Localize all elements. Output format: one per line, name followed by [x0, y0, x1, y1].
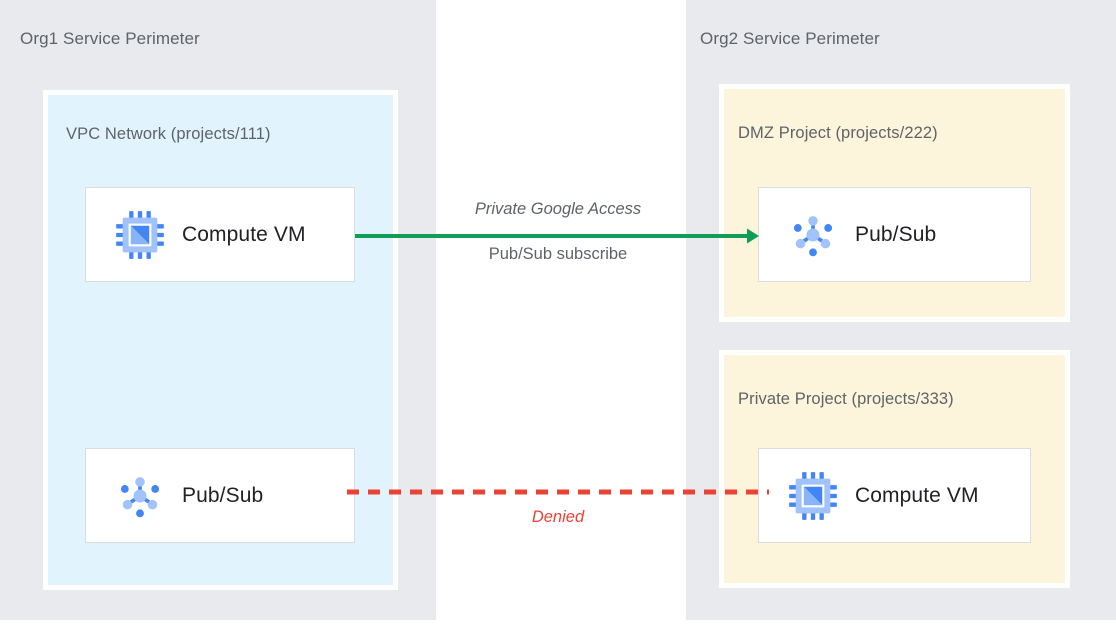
connector-denied-line: [347, 489, 769, 495]
perimeter-org1-title: Org1 Service Perimeter: [20, 29, 200, 48]
zone-vpc-network-title: VPC Network (projects/111): [66, 125, 271, 143]
perimeter-org2-title: Org2 Service Perimeter: [700, 29, 880, 48]
card-pubsub-org1[interactable]: Pub/Sub: [85, 448, 355, 543]
edge-label-pubsub-subscribe: Pub/Sub subscribe: [488, 245, 628, 263]
edge-label-private-google-access: Private Google Access: [474, 200, 642, 218]
card-pubsub-org1-label: Pub/Sub: [182, 483, 264, 507]
pubsub-icon: [120, 476, 160, 517]
zone-private-project-title: Private Project (projects/333): [738, 390, 954, 408]
connector-allowed-arrow: [355, 228, 759, 244]
card-pubsub-org2-label: Pub/Sub: [855, 222, 937, 246]
compute-vm-icon: [789, 471, 837, 520]
compute-vm-icon: [116, 210, 164, 259]
card-compute-vm-org1-label: Compute VM: [182, 222, 306, 246]
card-pubsub-org2[interactable]: Pub/Sub: [758, 187, 1031, 282]
pubsub-icon: [793, 215, 833, 256]
card-compute-vm-org2[interactable]: Compute VM: [758, 448, 1031, 543]
card-compute-vm-org1[interactable]: Compute VM: [85, 187, 355, 282]
edge-label-denied: Denied: [531, 508, 585, 526]
card-compute-vm-org2-label: Compute VM: [855, 483, 979, 507]
zone-dmz-project-title: DMZ Project (projects/222): [738, 124, 938, 142]
